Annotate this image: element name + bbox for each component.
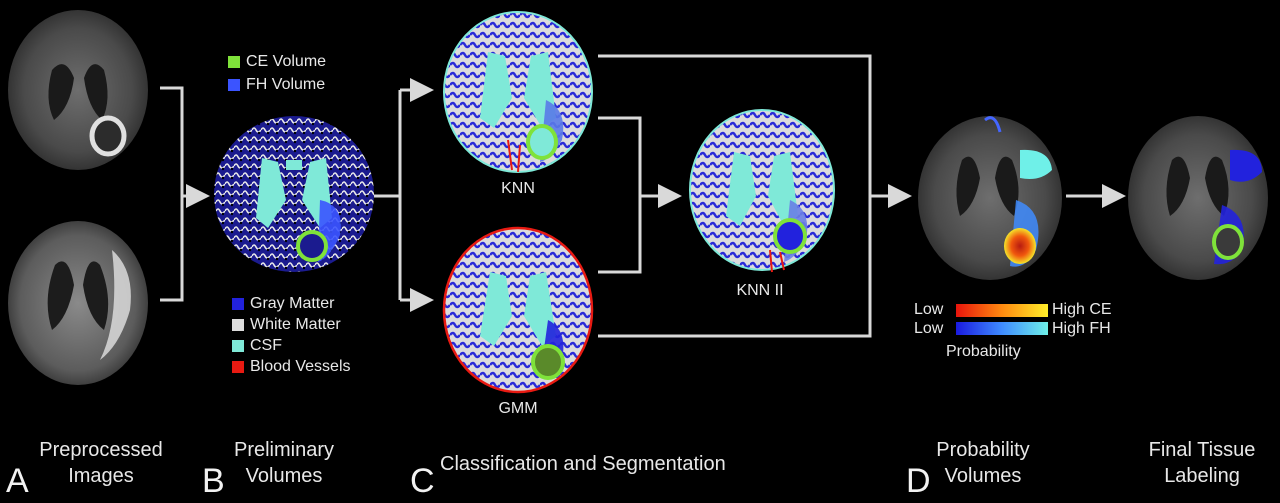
step-b-line2: Volumes [245, 465, 323, 487]
legend-white-matter: White Matter [232, 316, 341, 334]
step-b-letter: B [202, 462, 225, 500]
step-d-line1: Probability [936, 439, 1030, 461]
step-a-line1: Preprocessed [39, 439, 163, 461]
fh-probability-bar [956, 322, 1048, 335]
legend-fh-volume: FH Volume [228, 76, 325, 94]
final-labeling-map [1128, 116, 1268, 280]
step-d-caption: Probability Volumes [918, 437, 1048, 489]
step-d-line2: Volumes [944, 465, 1022, 487]
legend-swatch-gray-matter [232, 298, 244, 310]
step-a-line2: Images [68, 465, 134, 487]
mri-flair-image [8, 221, 148, 385]
step-e-line1: Final Tissue [1148, 439, 1256, 461]
step-a-letter: A [6, 462, 29, 500]
fh-low-label: Low [914, 320, 944, 337]
step-c-caption: Classification and Segmentation [440, 453, 726, 475]
legend-label: FH Volume [246, 76, 326, 93]
legend-label: CSF [250, 337, 282, 354]
legend-blood-vessels: Blood Vessels [232, 358, 351, 376]
ce-probability-bar [956, 304, 1048, 317]
step-d-letter: D [906, 462, 931, 500]
legend-swatch-blood-vessels [232, 361, 244, 373]
legend-label: CE Volume [246, 53, 327, 70]
probability-caption: Probability [946, 343, 1021, 360]
step-c-letter: C [410, 462, 435, 500]
legend-swatch-fh [228, 79, 240, 91]
probability-volume-map [918, 116, 1062, 280]
step-b-caption: Preliminary Volumes [214, 437, 354, 489]
preliminary-volume-map [214, 116, 374, 272]
step-e-caption: Final Tissue Labeling [1132, 437, 1272, 489]
gmm-label: GMM [498, 400, 538, 417]
legend-gray-matter: Gray Matter [232, 295, 334, 313]
legend-swatch-ce [228, 56, 240, 68]
ce-low-label: Low [914, 301, 944, 318]
knn2-label: KNN II [736, 282, 784, 299]
legend-ce-volume: CE Volume [228, 53, 326, 71]
step-b-line1: Preliminary [233, 439, 335, 461]
legend-label: White Matter [250, 316, 341, 333]
legend-csf: CSF [232, 337, 282, 355]
legend-swatch-csf [232, 340, 244, 352]
step-a-caption: Preprocessed Images [26, 437, 176, 489]
legend-swatch-white-matter [232, 319, 244, 331]
mri-t1-image [8, 10, 148, 170]
knn-map [443, 11, 593, 173]
gmm-map [442, 226, 594, 394]
knn2-map [689, 109, 835, 273]
fh-high-label: High FH [1052, 320, 1111, 337]
legend-label: Gray Matter [250, 295, 335, 312]
ce-high-label: High CE [1052, 301, 1112, 318]
legend-label: Blood Vessels [250, 358, 351, 375]
step-e-line2: Labeling [1164, 465, 1240, 487]
knn-label: KNN [501, 180, 535, 197]
